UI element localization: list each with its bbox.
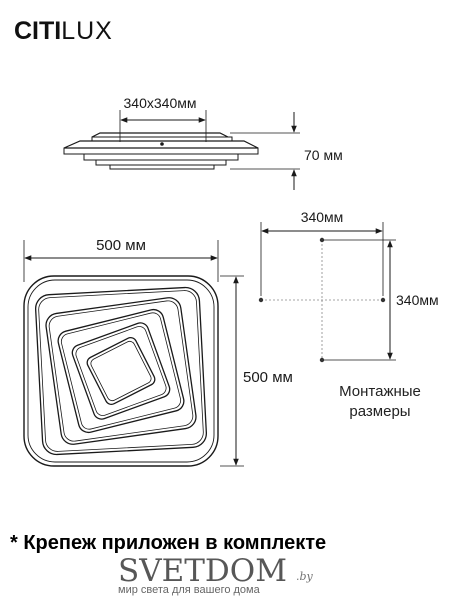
watermark-tagline: мир света для вашего дома [118, 584, 260, 596]
side-view [63, 110, 300, 190]
footnote-hardware-included: * Крепеж приложен в комплекте [10, 532, 327, 554]
front-height-dimension: 500 мм [243, 369, 293, 386]
mount-hole-left [258, 297, 264, 303]
side-top-dimension: 340х340мм [124, 95, 197, 111]
mount-hole-right [380, 297, 386, 303]
mount-hole-bottom [319, 357, 325, 363]
front-view [23, 240, 244, 467]
svg-text:CITILUX: CITILUX [14, 17, 113, 45]
side-height-dimension: 70 мм [304, 147, 343, 163]
mounting-caption: Монтажные размеры [320, 382, 440, 422]
brand-logo: CITILUX [14, 17, 113, 45]
front-width-dimension: 500 мм [96, 237, 146, 254]
watermark-logo: SVETDOM [118, 553, 287, 589]
watermark-suffix: .by [296, 570, 313, 583]
mounting-diagram [258, 222, 396, 363]
mounting-caption-line2: размеры [349, 403, 411, 420]
brand-logo-lux: LUX [61, 17, 113, 45]
mount-height-dimension: 340мм [396, 292, 439, 308]
mount-hole-top [319, 237, 325, 243]
brand-logo-citi: CITI [14, 17, 61, 45]
mounting-caption-line1: Монтажные [339, 383, 421, 400]
mount-width-dimension: 340мм [301, 209, 344, 225]
